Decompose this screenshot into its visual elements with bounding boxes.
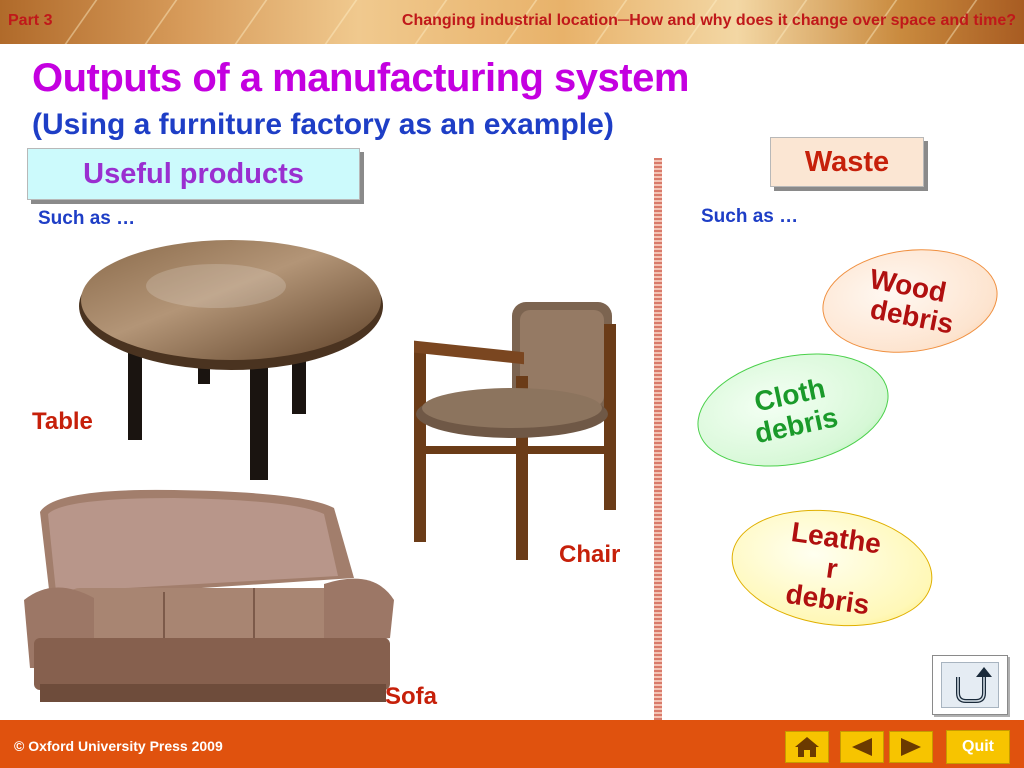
quit-button[interactable]: Quit (946, 730, 1010, 764)
sofa-label: Sofa (385, 683, 438, 710)
header-banner (0, 0, 1024, 44)
copyright-text: © Oxford University Press 2009 (14, 738, 223, 754)
page-subtitle: (Using a furniture factory as an example… (32, 108, 614, 141)
part-label: Part 3 (8, 12, 53, 29)
home-icon (795, 737, 819, 757)
triangle-right-icon (901, 738, 921, 756)
waste-such-as-label: Such as … (701, 206, 799, 227)
page-title: Outputs of a manufacturing system (32, 56, 689, 100)
table-label: Table (32, 408, 93, 435)
return-button[interactable] (932, 655, 1008, 715)
chair-image (414, 302, 616, 560)
header-title: Changing industrial location─How and why… (401, 12, 1016, 29)
cloth-debris-bubble: Cloth debris (686, 337, 900, 483)
leather-debris-bubble: Leathe r debris (724, 497, 940, 639)
table-image (79, 240, 383, 480)
column-divider (654, 158, 662, 720)
next-button[interactable] (889, 731, 933, 763)
triangle-left-icon (852, 738, 872, 756)
useful-products-heading: Useful products (27, 148, 360, 200)
sofa-image (24, 489, 394, 702)
home-button[interactable] (785, 731, 829, 763)
previous-button[interactable] (840, 731, 884, 763)
wood-debris-bubble: Wood debris (816, 239, 1004, 363)
waste-heading: Waste (770, 137, 924, 187)
return-arrow-icon (956, 667, 992, 703)
chair-label: Chair (559, 541, 621, 568)
useful-such-as-label: Such as … (38, 208, 136, 229)
